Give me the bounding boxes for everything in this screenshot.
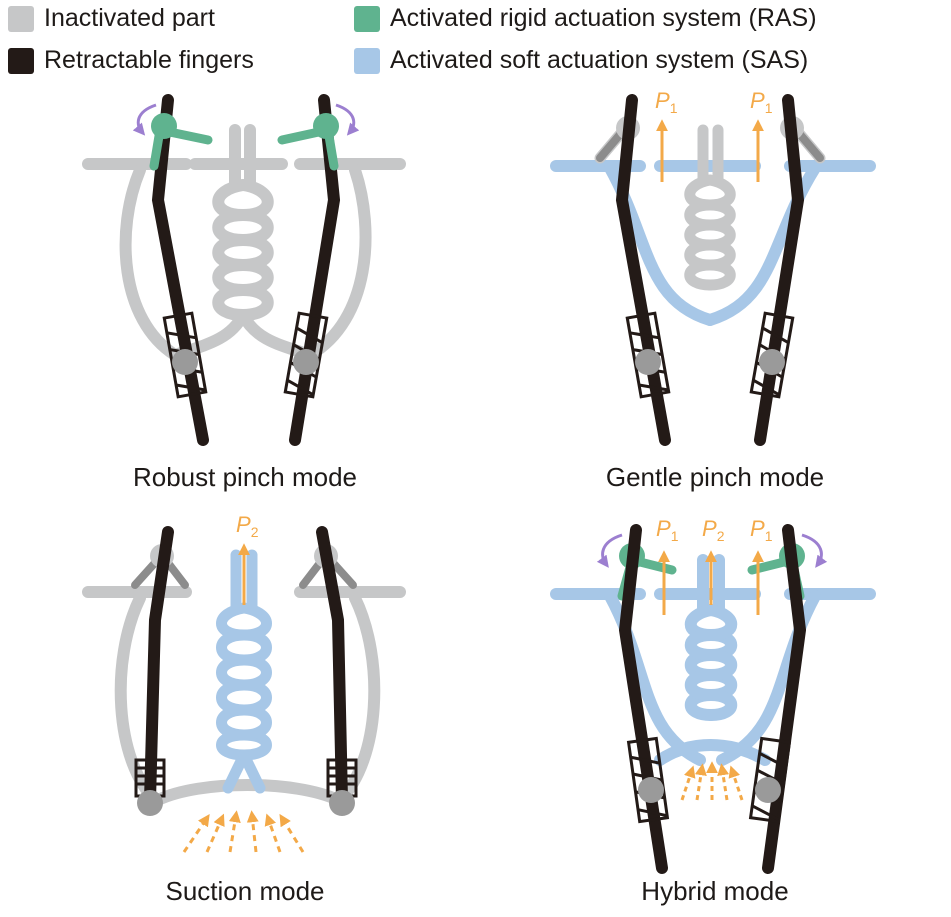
gentle-inactive-bellow <box>684 124 736 291</box>
legend-label-ras: Activated rigid actuation system (RAS) <box>390 4 817 32</box>
legend-swatch-fingers <box>8 47 34 74</box>
hybrid-rotation-arrow-left <box>596 533 623 568</box>
caption-hybrid: Hybrid mode <box>641 876 789 906</box>
hybrid-joint-left <box>638 777 664 803</box>
hybrid-p2-label: P2 <box>702 516 725 544</box>
legend-label-sas: Activated soft actuation system (SAS) <box>390 46 809 74</box>
suction-joint-right <box>329 790 355 816</box>
hybrid-rotation-arrow-right <box>801 533 828 568</box>
suction-inactive-frame <box>82 586 406 806</box>
robust-joint-left <box>172 349 198 375</box>
hybrid-joint-right <box>755 777 781 803</box>
caption-suction: Suction mode <box>165 876 325 906</box>
hybrid-sas-frame <box>550 554 876 766</box>
robust-rotation-arrow-right <box>335 103 360 136</box>
legend-swatch-ras <box>354 5 380 32</box>
panel-gentle-pinch: P1 P1 <box>550 88 876 446</box>
legend-swatch-sas <box>354 47 380 74</box>
caption-gentle-pinch: Gentle pinch mode <box>605 462 825 492</box>
robust-ras-hub-left <box>151 113 177 139</box>
legend-ras: Activated rigid actuation system (RAS) <box>354 4 817 33</box>
robust-finger-guides <box>162 311 329 399</box>
suction-sas-bellow <box>216 549 272 794</box>
robust-ras-hub-right <box>313 113 339 139</box>
gentle-joint-right <box>759 349 785 375</box>
gentle-joint-left <box>635 349 661 375</box>
robust-inactive-frame <box>82 124 406 361</box>
suction-p2-label: P2 <box>236 512 259 540</box>
suction-fingers <box>144 526 348 806</box>
panel-robust-pinch <box>82 94 406 446</box>
hybrid-p1-label-right: P1 <box>750 516 773 544</box>
legend-swatch-inactivated <box>8 5 34 32</box>
robust-joint-right <box>293 349 319 375</box>
legend-label-inactivated: Inactivated part <box>44 4 215 32</box>
panel-hybrid: P1 P2 P1 <box>550 516 876 874</box>
legend-label-fingers: Retractable fingers <box>44 46 254 74</box>
hybrid-p1-label-left: P1 <box>656 516 679 544</box>
panel-suction: P2 <box>82 512 406 853</box>
legend-fingers: Retractable fingers <box>8 46 254 75</box>
gentle-p1-label-right: P1 <box>750 88 773 116</box>
legend-inactivated: Inactivated part <box>8 4 215 33</box>
suction-joint-left <box>137 790 163 816</box>
caption-robust-pinch: Robust pinch mode <box>132 462 358 492</box>
legend-sas: Activated soft actuation system (SAS) <box>354 46 808 75</box>
gentle-p1-label-left: P1 <box>655 88 678 116</box>
suction-flow-arrows <box>182 810 305 853</box>
hybrid-suction-arrows <box>680 761 744 801</box>
robust-rotation-arrow-left <box>132 103 157 136</box>
